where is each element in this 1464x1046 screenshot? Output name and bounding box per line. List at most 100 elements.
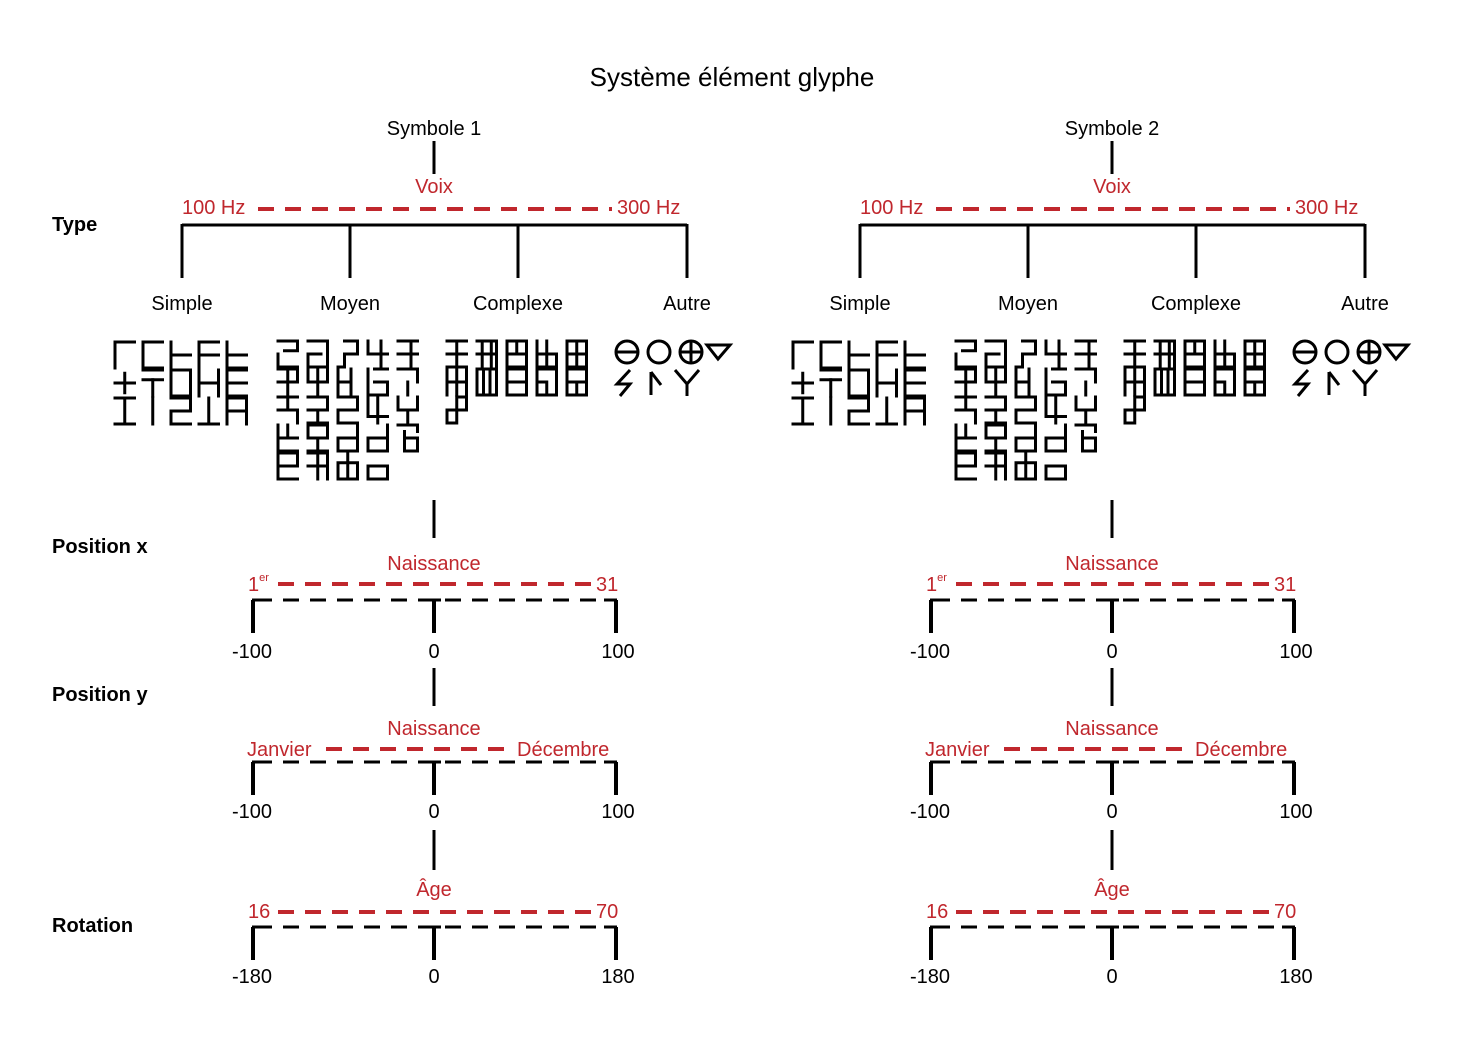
moyen-glyph-21: [954, 451, 977, 481]
diagram-title: Système élément glyphe: [589, 62, 875, 92]
simple-glyph-5: [903, 340, 926, 370]
glyph-stroke: [903, 340, 926, 370]
row-label-position-x: Position x: [52, 536, 148, 558]
glyph-stroke: [475, 367, 498, 397]
simple-glyph-9: [875, 368, 898, 398]
glyph-stroke: [1014, 339, 1037, 369]
position-x-tick-max: 100: [601, 641, 635, 663]
glyph-stroke: [819, 340, 842, 370]
complexe-glyph-11: [445, 395, 468, 425]
moyen-glyph-20: [1074, 423, 1097, 453]
simple-glyph-3: [169, 340, 192, 370]
moyen-glyph-5: [396, 339, 419, 369]
moyen-glyph-16: [954, 423, 977, 453]
simple-glyph-4: [197, 340, 220, 370]
glyph-stroke: [141, 340, 164, 370]
complexe-glyph-11: [1123, 395, 1146, 425]
moyen-glyph-23: [336, 451, 359, 481]
moyen-glyph-9: [1044, 367, 1067, 397]
glyph-stroke: [791, 340, 814, 370]
moyen-glyph-15: [1074, 395, 1097, 425]
moyen-glyph-6: [954, 367, 977, 397]
glyph-stroke: [1183, 367, 1206, 397]
glyph-stroke: [276, 339, 299, 353]
glyph-stroke: [954, 423, 977, 453]
simple-glyph-9: [197, 368, 220, 398]
glyph-stroke: [366, 395, 389, 418]
moyen-glyph-17: [984, 423, 1007, 453]
glyph-stroke: [1044, 464, 1067, 481]
moyen-glyph-4: [1044, 339, 1067, 369]
glyph-stroke: [336, 380, 353, 397]
glyph-stroke: [169, 368, 192, 398]
rotation-tick-min: -180: [231, 966, 273, 988]
symbol-1-diagram: [113, 141, 734, 960]
complexe-glyph-4: [535, 339, 558, 369]
complexe-glyph-6: [445, 367, 468, 397]
position-y-tick-min: -100: [909, 801, 951, 823]
glyph-stroke: [565, 367, 588, 397]
position-x-range-min: 1er: [926, 572, 947, 596]
complexe-glyph-2: [475, 339, 498, 369]
moyen-glyph-19: [366, 423, 389, 453]
glyph-stroke: [505, 339, 528, 369]
moyen-glyph-8: [336, 367, 353, 397]
glyph-stroke: [336, 423, 359, 453]
rotation-range-max: 70: [1274, 901, 1297, 923]
glyph-stroke: [1183, 339, 1206, 369]
glyph-stroke: [847, 368, 870, 398]
position-y-driver-label: Naissance: [1065, 718, 1159, 740]
glyph-stroke: [1044, 395, 1067, 418]
position-y-tick-max: 100: [601, 801, 635, 823]
type-range-min: 100 Hz: [860, 197, 924, 219]
glyph-stroke: [1213, 339, 1236, 369]
glyph-stroke: [276, 451, 299, 481]
glyph-stroke: [113, 340, 136, 370]
glyph-stroke: [306, 423, 329, 440]
glyph-stroke: [954, 339, 977, 353]
moyen-glyph-2: [306, 339, 329, 369]
glyph-stroke: [455, 395, 468, 412]
complexe-glyph-5: [565, 339, 588, 369]
glyph-stroke: [306, 339, 329, 369]
moyen-glyph-3: [336, 339, 359, 369]
glyph-stroke: [1014, 380, 1031, 397]
position-y-range-max: Décembre: [517, 739, 610, 761]
simple-glyph-10: [903, 368, 926, 398]
simple-glyph-13: [169, 396, 192, 426]
simple-glyph-11: [113, 396, 136, 426]
simple-glyph-14: [197, 396, 220, 426]
glyph-stroke: [1044, 367, 1067, 397]
glyph-stroke: [336, 395, 359, 425]
autre-triangle-icon: [703, 343, 734, 362]
moyen-glyph-2: [984, 339, 1007, 369]
glyph-stroke: [565, 339, 588, 369]
glyph-stroke: [1243, 367, 1266, 397]
position-y-tick-mid: 0: [1106, 801, 1118, 823]
position-x-range-max: 31: [596, 574, 619, 596]
glyph-stroke: [366, 367, 389, 397]
autre-y-icon: [1351, 369, 1379, 387]
glyph-stroke: [984, 395, 1007, 412]
moyen-glyph-15: [396, 395, 419, 425]
rotation-tick-mid: 0: [1106, 966, 1118, 988]
autre-zigzag-icon: [1291, 368, 1312, 397]
simple-glyph-2: [819, 340, 842, 370]
category-complexe: Complexe: [1150, 293, 1242, 315]
glyph-stroke: [535, 380, 549, 397]
position-y-range-max: Décembre: [1195, 739, 1288, 761]
simple-glyph-15: [903, 396, 926, 426]
rotation-range-max: 70: [596, 901, 619, 923]
glyph-stroke: [1213, 367, 1236, 397]
moyen-glyph-13: [336, 395, 359, 425]
simple-glyph-8: [169, 368, 192, 398]
position-x-tick-mid: 0: [428, 641, 440, 663]
row-label-position-y: Position y: [52, 684, 148, 706]
glyph-stroke: [954, 451, 977, 468]
glyph-stroke: [396, 423, 419, 433]
rotation-tick-mid: 0: [428, 966, 440, 988]
glyph-stroke: [403, 430, 419, 453]
glyph-stroke: [1243, 339, 1266, 369]
autre-y-icon: [673, 369, 701, 387]
